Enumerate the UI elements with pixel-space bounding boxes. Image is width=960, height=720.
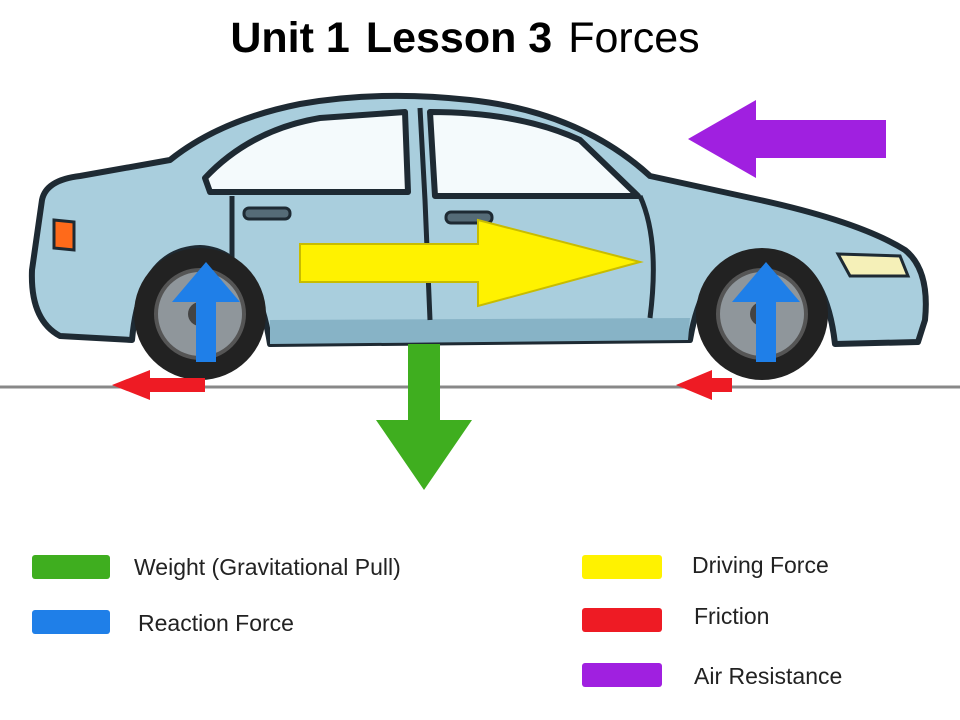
- front-window: [427, 109, 641, 199]
- tail-light: [52, 218, 76, 252]
- reaction-arrow-rear: [172, 262, 240, 362]
- title-unit: Unit 1: [230, 14, 350, 62]
- door-line-front: [637, 194, 656, 319]
- air-resistance-arrow: [688, 100, 886, 178]
- legend-swatch-weight: [32, 555, 110, 579]
- weight-arrow: [376, 344, 472, 490]
- title-topic: Forces: [568, 14, 700, 62]
- head-light: [835, 252, 911, 278]
- rear-window: [202, 109, 411, 195]
- friction-arrow-rear: [112, 370, 205, 400]
- legend-swatch-friction: [582, 608, 662, 632]
- legend-swatch-driving: [582, 555, 662, 579]
- legend-label-driving: Driving Force: [692, 552, 829, 578]
- rear-door-handle: [242, 206, 292, 221]
- driving-force-arrow: [299, 218, 644, 308]
- legend-label-friction: Friction: [694, 603, 770, 629]
- page-title: Unit 1 Lesson 3 Forces: [0, 14, 930, 63]
- legend-swatch-reaction: [32, 610, 110, 634]
- car-lower-shade: [270, 318, 690, 344]
- legend-label-reaction: Reaction Force: [138, 610, 294, 636]
- legend-label-air-resistance: Air Resistance: [694, 663, 843, 689]
- reaction-arrow-front: [732, 262, 800, 362]
- legend-swatch-air-resistance: [582, 663, 662, 687]
- legend-label-weight: Weight (Gravitational Pull): [134, 554, 401, 580]
- friction-arrow-front: [676, 370, 732, 400]
- title-lesson: Lesson 3: [365, 14, 553, 62]
